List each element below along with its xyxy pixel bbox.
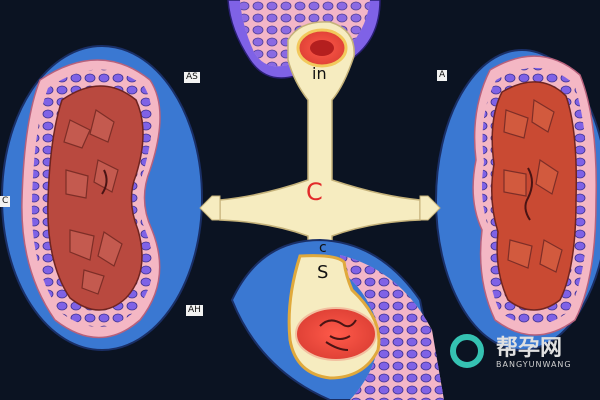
watermark: 帮孕网 BANGYUNWANG [450,330,600,380]
watermark-domain: BANGYUNWANG [496,360,572,369]
label-left-bottom: AH [186,305,203,316]
left-organ [1,45,203,351]
center-bottom-tissue [230,238,444,400]
label-center-top: in [312,64,327,83]
label-center-mid: C [306,178,323,206]
label-left-top: AS [184,72,200,83]
arrows [199,195,441,221]
watermark-logo-icon [450,334,484,368]
label-right-top: A [437,70,448,81]
label-center-lower-a: c [319,240,327,256]
watermark-brand: 帮孕网 [496,336,563,361]
label-center-lower-b: S [317,262,329,283]
center-channel [219,21,421,281]
right-organ [435,49,600,351]
label-left-side: C [0,196,11,207]
